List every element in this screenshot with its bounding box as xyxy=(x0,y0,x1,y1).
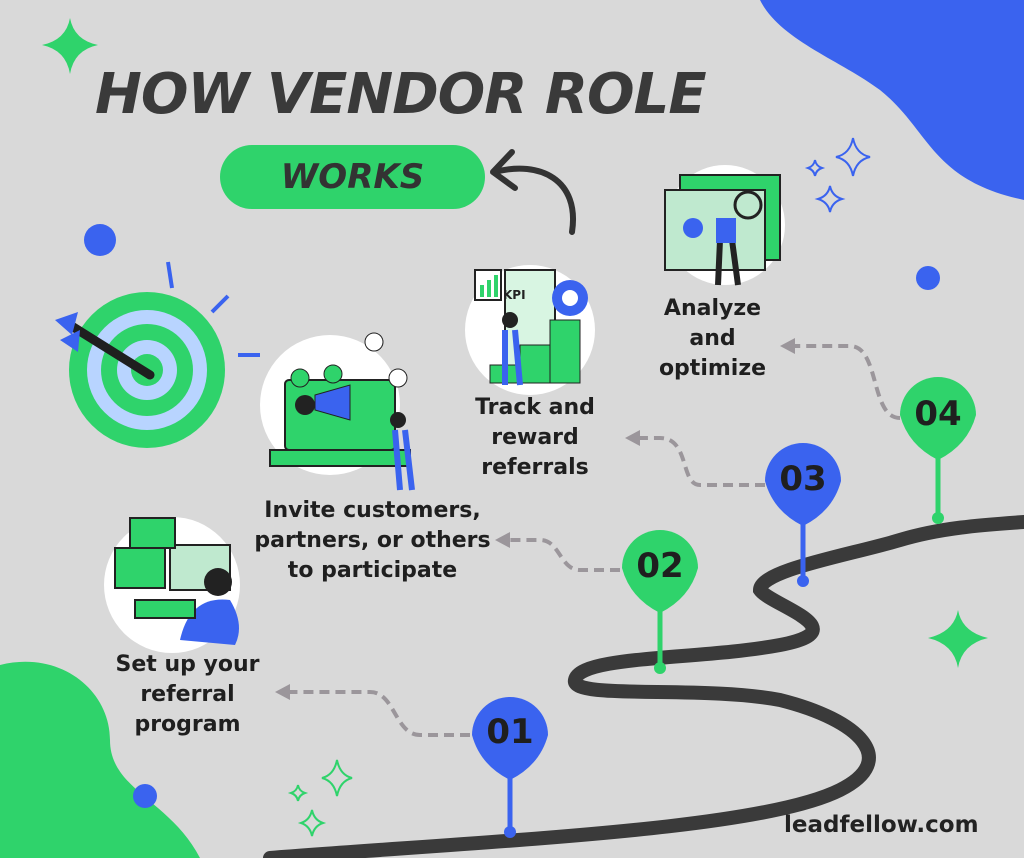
pin-02 xyxy=(622,530,698,674)
step-number-03: 03 xyxy=(779,459,827,499)
kpi-label: KPI xyxy=(503,288,526,302)
winding-road xyxy=(263,515,1024,858)
target-icon xyxy=(55,261,260,448)
page-title: HOW VENDOR ROLE xyxy=(95,62,707,127)
step-number-04: 04 xyxy=(914,394,962,434)
dashed-connector xyxy=(285,344,901,737)
pin-01 xyxy=(472,697,548,838)
sparkle-icon xyxy=(287,759,353,837)
subtitle-pill: WORKS xyxy=(220,145,485,209)
step-number-01: 01 xyxy=(486,712,534,752)
footer-website: leadfellow.com xyxy=(784,812,979,838)
blue-blob-top-right xyxy=(760,0,1024,200)
analyze-illustration xyxy=(664,165,785,286)
sparkle-icon xyxy=(804,137,871,213)
invite-illustration xyxy=(260,332,415,491)
pin-03 xyxy=(765,443,841,587)
sparkle-icon xyxy=(928,610,988,668)
green-blob-bottom-left xyxy=(0,661,200,858)
curved-arrow-icon xyxy=(492,165,577,235)
blue-dot xyxy=(133,784,157,808)
pin-04 xyxy=(900,377,976,524)
step-label-04: Analyze and optimize xyxy=(658,296,767,381)
step-label-03: Track and reward referrals xyxy=(475,395,595,480)
step-label-02: Invite customers, partners, or others to… xyxy=(254,498,491,583)
blue-dot xyxy=(84,224,116,256)
step-label-01: Set up your referral program xyxy=(115,652,260,737)
step-number-02: 02 xyxy=(636,546,684,586)
blue-dot xyxy=(916,266,940,290)
subtitle: WORKS xyxy=(280,157,425,197)
sparkle-icon xyxy=(42,18,98,74)
setup-illustration xyxy=(104,517,240,653)
track-illustration xyxy=(465,265,595,395)
